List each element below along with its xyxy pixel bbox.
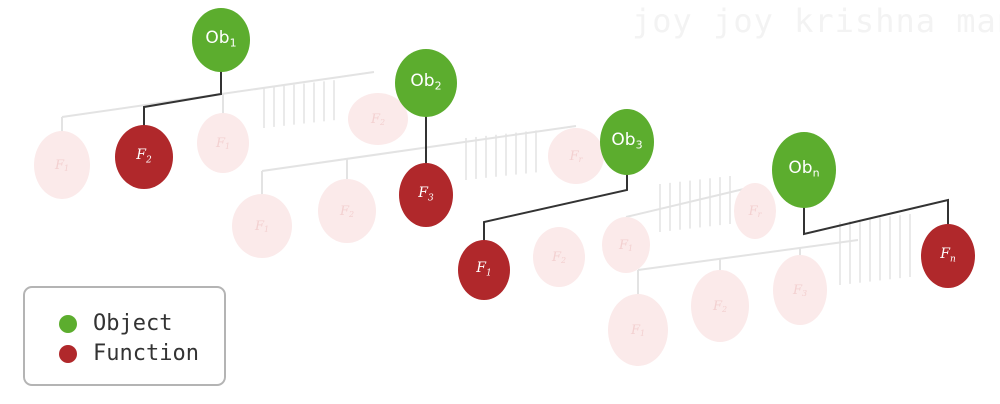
faded-function-node [232, 194, 292, 258]
faded-function-label: F1 [54, 158, 69, 174]
function-node-f-n: Fn [921, 224, 975, 288]
faded-function-node [608, 294, 668, 366]
faded-function-label: F1 [254, 219, 269, 235]
faded-function-node [34, 131, 90, 199]
function-circle [399, 163, 453, 227]
faded-connector-line [625, 187, 749, 218]
watermark-text: joy joy krishna man [632, 2, 1000, 40]
faded-branches [61, 71, 911, 300]
object-circle [600, 109, 654, 175]
faded-function-label: F3 [792, 283, 807, 299]
faded-function-node [734, 183, 776, 239]
function-swatch [59, 344, 77, 363]
faded-function-node [318, 179, 376, 243]
function-circle [115, 125, 173, 189]
function-circle [458, 240, 510, 300]
object-node-ob-1: Ob1 [192, 8, 250, 72]
faded-function-label: F1 [618, 238, 633, 254]
function-node-f-2: F2 [115, 125, 173, 189]
faded-function-label: F2 [712, 299, 727, 315]
object-label: Ob1 [205, 28, 236, 49]
faded-function-label: Fr [569, 149, 584, 165]
object-label: Ob3 [611, 130, 642, 151]
faded-function-label: Fr [748, 204, 763, 220]
object-node-ob-n: Obn [772, 132, 836, 208]
faded-function-label: F1 [215, 136, 230, 152]
object-node-ob-2: Ob2 [395, 49, 457, 117]
function-node-f-1: F1 [458, 240, 510, 300]
object-node-ob-3: Ob3 [600, 109, 654, 175]
faded-function-node [197, 113, 249, 173]
connector-line [803, 198, 949, 236]
faded-connector-line [637, 239, 859, 271]
function-label: F1 [475, 260, 491, 278]
faded-function-node [348, 93, 408, 145]
object-swatch [59, 314, 77, 333]
legend-item-object: Object [59, 311, 172, 336]
faded-connector-line [261, 125, 577, 172]
object-circle [395, 49, 457, 117]
legend-object-label: Object [93, 311, 173, 336]
connector-line [143, 68, 222, 128]
function-label: F2 [135, 147, 152, 165]
legend: Object Function [23, 286, 226, 386]
faded-function-node [533, 227, 585, 287]
function-label: F3 [417, 185, 434, 203]
faded-function-node [691, 270, 749, 342]
object-circle [772, 132, 836, 208]
function-label: Fn [939, 246, 956, 264]
faded-function-label: F1 [630, 323, 645, 339]
faded-function-node [548, 128, 604, 184]
faded-function-node [602, 217, 650, 273]
faded-function-node [773, 255, 827, 325]
faded-function-label: F2 [370, 112, 385, 128]
function-node-f-3: F3 [399, 163, 453, 227]
function-circle [921, 224, 975, 288]
object-circle [192, 8, 250, 72]
legend-item-function: Function [59, 341, 199, 366]
faded-function-label: F2 [339, 204, 354, 220]
connector-line [483, 172, 628, 242]
object-label: Ob2 [410, 71, 441, 92]
object-label: Obn [788, 158, 819, 179]
faded-function-label: F2 [551, 250, 566, 266]
legend-function-label: Function [93, 341, 199, 366]
